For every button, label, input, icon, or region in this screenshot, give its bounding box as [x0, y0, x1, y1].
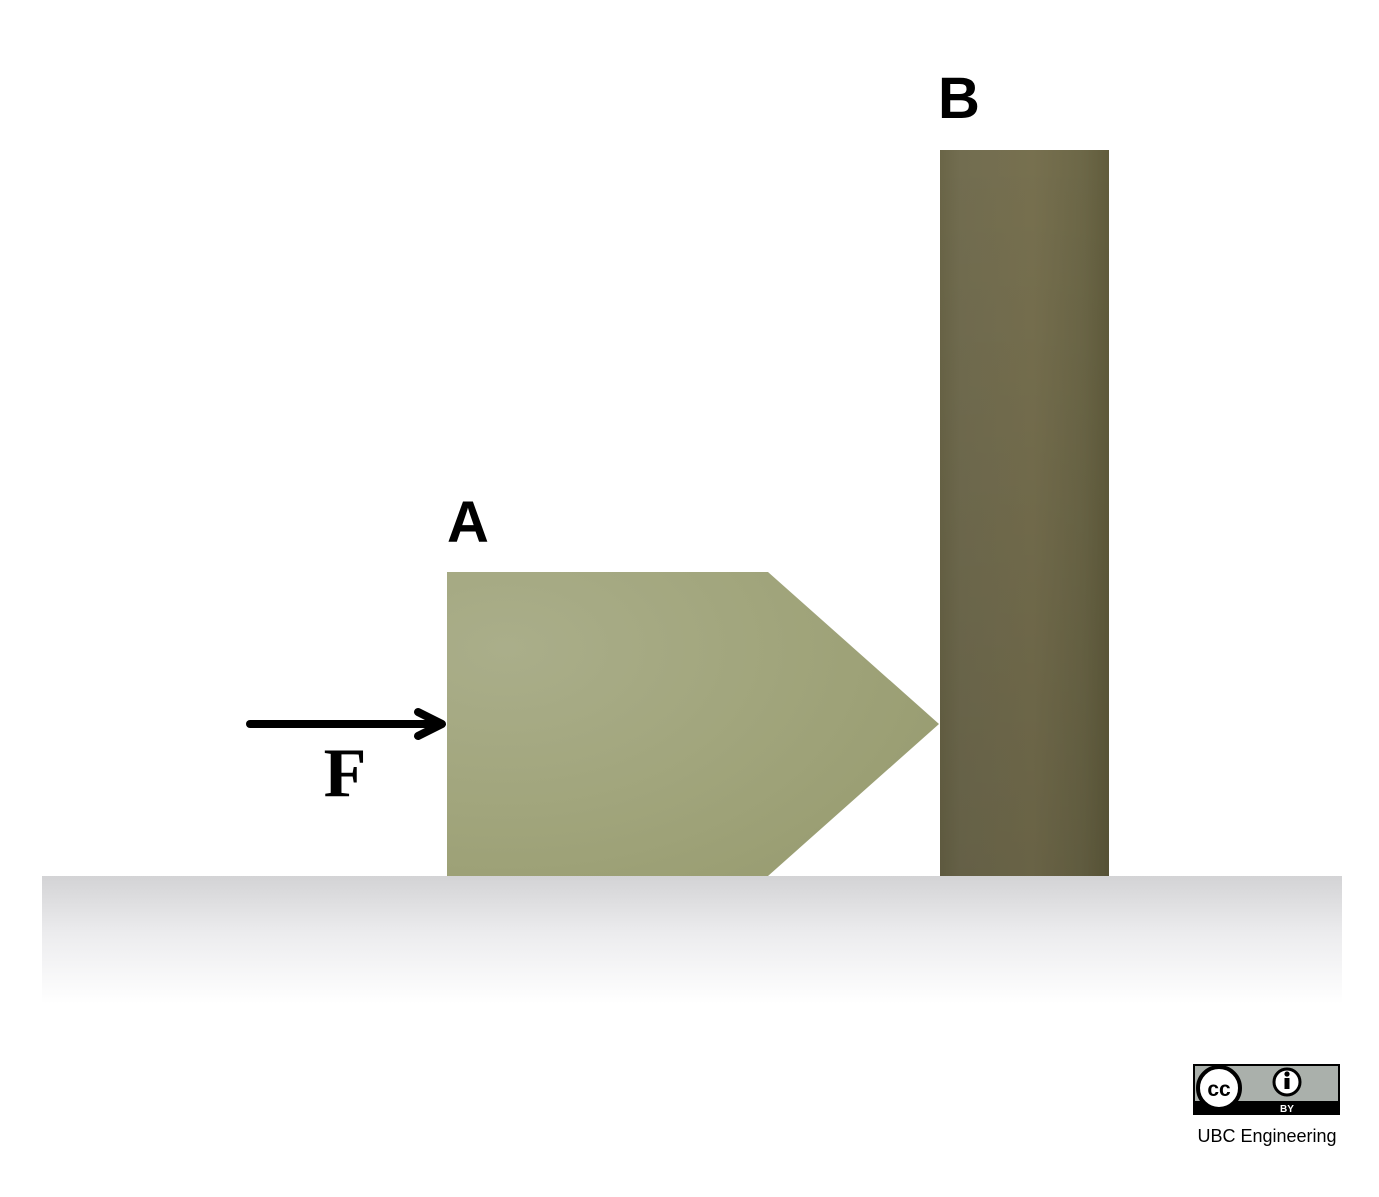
cc-icon: cc [1196, 1065, 1242, 1111]
block-b [940, 150, 1109, 876]
block-a-label: A [447, 490, 489, 555]
block-a [447, 572, 939, 876]
credit-text: UBC Engineering [1197, 1126, 1336, 1146]
cc-by-license-badge: cc BY [1193, 1064, 1340, 1115]
attribution-person-icon [1272, 1067, 1302, 1097]
block-b-label: B [938, 66, 980, 131]
svg-text:cc: cc [1207, 1078, 1231, 1101]
license-badge-text: BY [1280, 1104, 1294, 1115]
ground-surface [42, 876, 1342, 1004]
force-arrow [246, 708, 446, 740]
force-label: F [324, 735, 367, 812]
